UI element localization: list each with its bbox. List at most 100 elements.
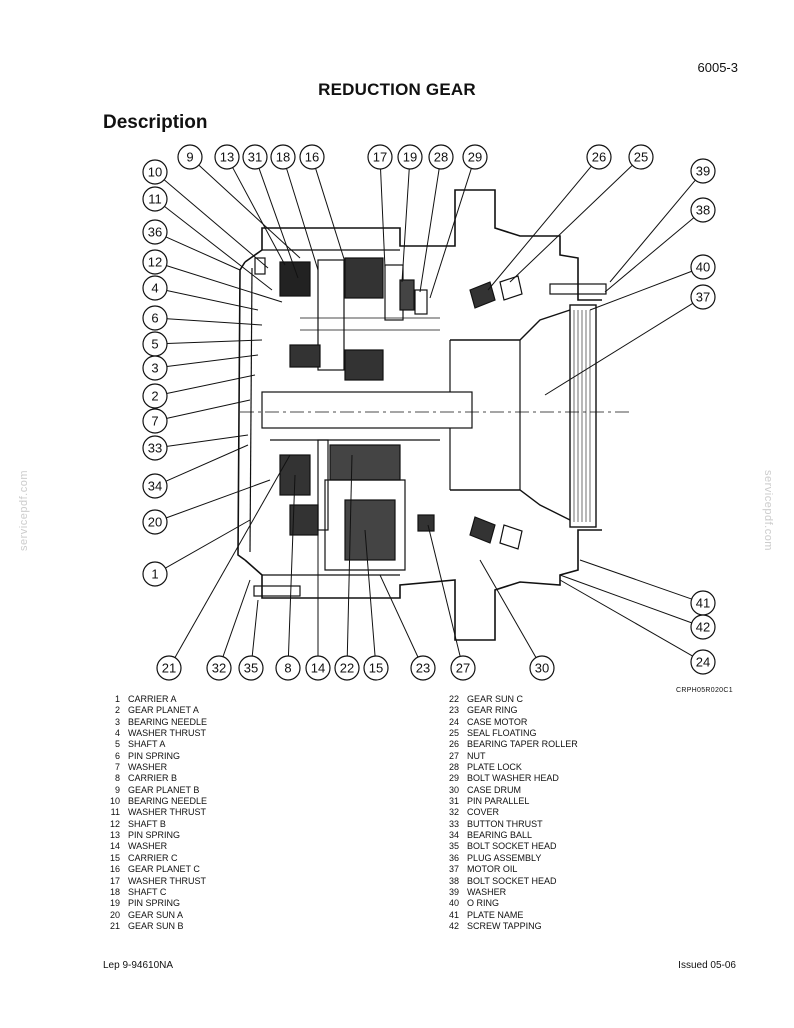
callout-30: 30	[479, 559, 555, 681]
leader-line	[286, 168, 319, 271]
callout-circle	[690, 254, 716, 280]
callout-label: 37	[696, 290, 710, 305]
leader-line	[559, 579, 693, 657]
callout-15: 15	[363, 529, 389, 681]
callout-17: 17	[367, 144, 393, 269]
page-number: 6005-3	[697, 60, 738, 75]
section-title: Description	[103, 112, 208, 133]
part-number: 39	[448, 886, 459, 897]
part-name: SHAFT B	[128, 818, 166, 829]
leader-line	[165, 519, 251, 569]
callout-label: 29	[468, 150, 482, 165]
callout-circle	[450, 655, 476, 681]
part-number: 25	[448, 728, 459, 739]
part-number: 36	[448, 852, 459, 863]
leader-line	[166, 479, 271, 519]
leader-line	[287, 474, 296, 657]
part-number: 32	[448, 807, 459, 818]
part-number: 15	[109, 852, 120, 863]
callout-circle	[177, 144, 203, 170]
callout-label: 27	[456, 661, 470, 676]
assembly-drawing	[237, 189, 630, 641]
callout-label: 30	[535, 661, 549, 676]
part-number: 16	[109, 864, 120, 875]
part-number: 38	[448, 875, 459, 886]
part-name: SCREW TAPPING	[467, 920, 542, 931]
callout-label: 31	[248, 150, 262, 165]
callout-label: 10	[148, 165, 162, 180]
callout-circle	[690, 197, 716, 223]
part-name: WASHER	[467, 886, 507, 897]
part-name: COVER	[467, 807, 500, 818]
part-name: SHAFT C	[128, 886, 167, 897]
callout-circle	[270, 144, 296, 170]
leader-line	[198, 164, 301, 259]
part-number: 28	[448, 762, 459, 773]
part-name: BEARING BALL	[467, 830, 533, 841]
callout-label: 9	[186, 150, 193, 165]
part-name: BUTTON THRUST	[467, 818, 543, 829]
callout-38: 38	[604, 197, 716, 293]
callout-circle	[142, 305, 168, 331]
part-name: BEARING NEEDLE	[128, 716, 208, 727]
callout-circle	[142, 408, 168, 434]
callout-16: 16	[299, 144, 346, 263]
callout-circle	[334, 655, 360, 681]
part-list-item: 39 WASHER	[445, 887, 578, 898]
part-number: 13	[109, 830, 120, 841]
callout-33: 33	[142, 434, 249, 461]
callout-label: 15	[369, 661, 383, 676]
callout-41: 41	[579, 559, 716, 616]
callout-27: 27	[427, 524, 476, 681]
callout-circle	[142, 509, 168, 535]
callout-31: 31	[242, 144, 299, 279]
part-number: 23	[448, 705, 459, 716]
callout-25: 25	[509, 144, 654, 283]
part-name: GEAR PLANET C	[128, 864, 200, 875]
callout-20: 20	[142, 479, 271, 535]
callout-circle	[142, 186, 168, 212]
part-number: 4	[114, 728, 120, 739]
part-number: 30	[448, 784, 459, 795]
part-name: CASE DRUM	[467, 784, 522, 795]
callout-39: 39	[609, 158, 716, 283]
callout-36: 36	[142, 219, 241, 271]
callout-label: 14	[311, 661, 325, 676]
footer-document-number: Lep 9-94610NA	[103, 960, 174, 971]
part-name: PIN SPRING	[128, 898, 181, 909]
part-name: GEAR SUN B	[128, 920, 184, 931]
callout-circle	[628, 144, 654, 170]
part-name: GEAR SUN C	[467, 694, 524, 704]
callout-13: 13	[214, 144, 286, 266]
callout-26: 26	[487, 144, 612, 291]
part-number: 18	[109, 886, 120, 897]
callout-label: 25	[634, 150, 648, 165]
part-name: PLATE NAME	[467, 909, 524, 920]
leader-line	[166, 265, 283, 303]
callout-23: 23	[379, 574, 436, 681]
part-number: 2	[114, 705, 120, 716]
part-name: PIN PARALLEL	[467, 796, 530, 807]
callout-label: 7	[151, 414, 158, 429]
callout-18: 18	[270, 144, 319, 271]
callout-label: 41	[696, 596, 710, 611]
callout-19: 19	[397, 144, 423, 283]
callout-circle	[275, 655, 301, 681]
part-list-item: 18 SHAFT C	[106, 887, 207, 898]
callout-label: 40	[696, 260, 710, 275]
